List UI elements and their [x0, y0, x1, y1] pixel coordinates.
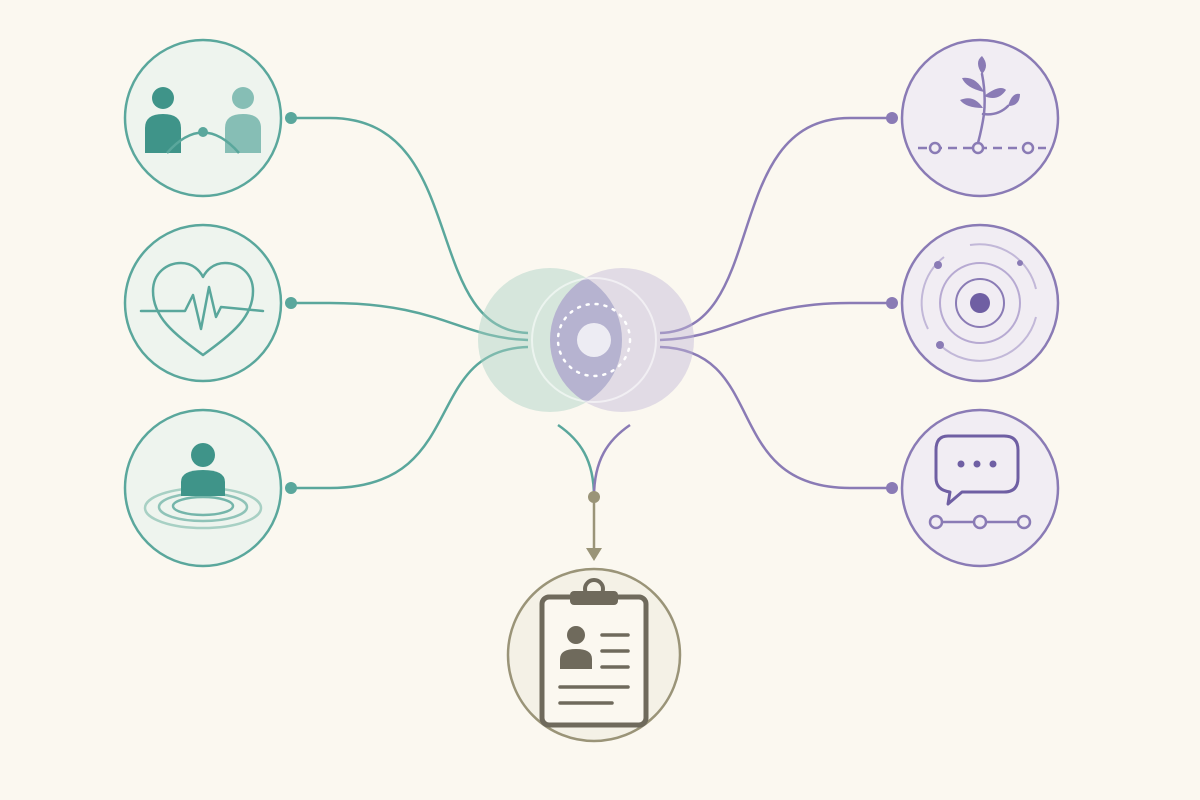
arrow-head-icon: [586, 548, 602, 561]
connector-connection: [291, 116, 529, 335]
right-connectors: [659, 116, 891, 490]
people-connection-icon: [145, 87, 261, 154]
connector-grounding: [291, 345, 529, 490]
clipboard-profile-icon: [539, 578, 649, 728]
heartbeat-icon: [139, 261, 265, 357]
node-focus: [886, 223, 1060, 383]
node-ring: [123, 38, 283, 198]
connector-heart: [291, 301, 529, 342]
node-growth: [886, 38, 1060, 198]
person-ripples-icon: [143, 443, 263, 530]
node-heart: [123, 223, 297, 383]
chat-timeline-icon: [928, 434, 1032, 530]
center-node: [478, 268, 694, 412]
junction-dot: [588, 491, 600, 503]
core-dot: [577, 323, 611, 357]
node-grounding: [123, 408, 297, 568]
node-output: [506, 567, 682, 743]
node-communication: [886, 408, 1060, 568]
dotted-ring: [556, 302, 632, 378]
connector-focus: [659, 301, 891, 342]
node-port: [285, 112, 297, 124]
output-connector: [557, 423, 631, 561]
node-connection: [123, 38, 297, 198]
sprout-timeline-icon: [918, 56, 1046, 155]
connector-growth: [659, 116, 891, 335]
left-connectors: [291, 116, 529, 490]
concentric-target-icon: [920, 243, 1037, 362]
connector-communication: [659, 345, 891, 490]
